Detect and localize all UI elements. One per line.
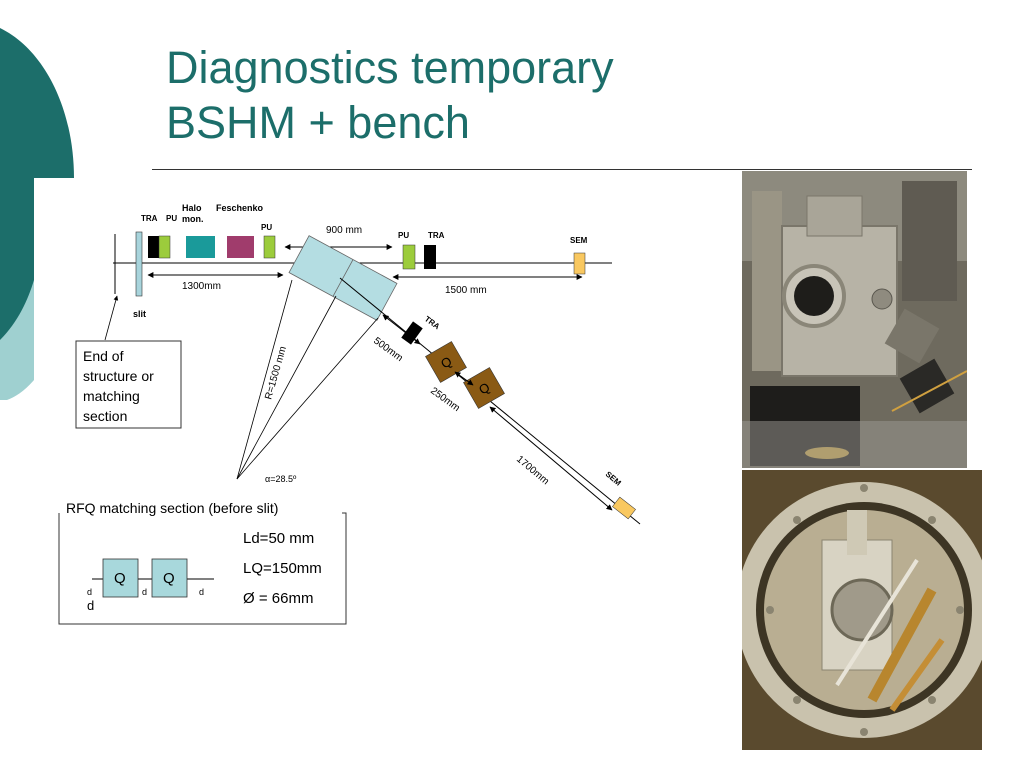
beamline-diagram: slit TRA PU Halo mon. Feschenko PU PU TR… bbox=[58, 203, 641, 625]
slit bbox=[135, 231, 143, 297]
rfq-d-label-1: d bbox=[87, 587, 92, 597]
halo-label-line-1: Halo bbox=[182, 203, 202, 213]
tra-label-2: TRA bbox=[428, 231, 445, 240]
sem-label-1: SEM bbox=[570, 236, 588, 245]
callout-text-1: End of bbox=[83, 348, 124, 364]
rfq-quad-1 bbox=[102, 558, 139, 598]
radius-label: R=1500 mm bbox=[263, 345, 289, 401]
halo-label-line-2: mon. bbox=[182, 214, 204, 224]
rfq-quad-2 bbox=[151, 558, 188, 598]
rfq-param-diameter: Ø = 66mm bbox=[243, 590, 313, 607]
dipole-magnet bbox=[288, 235, 398, 321]
dim-500: 500mm bbox=[371, 336, 404, 365]
vacuum-chamber-photo bbox=[742, 171, 967, 468]
pu-monitor-1 bbox=[158, 235, 171, 259]
radius-line-2 bbox=[236, 295, 337, 480]
dim-arrow-1700 bbox=[489, 406, 613, 511]
rfq-d-label-3: d bbox=[142, 587, 147, 597]
slide-decoration bbox=[0, 28, 74, 400]
radius-line-1 bbox=[236, 279, 293, 480]
rfq-param-lq: LQ=150mm bbox=[243, 560, 322, 577]
feschenko-monitor bbox=[227, 236, 254, 258]
rfq-d-label-2: d bbox=[87, 598, 94, 613]
tra-label-3: TRA bbox=[423, 314, 442, 331]
dim-arrow-250 bbox=[454, 371, 474, 386]
callout-text-4: section bbox=[83, 408, 127, 424]
teal-corner-shape bbox=[0, 28, 74, 380]
rfq-title: RFQ matching section (before slit) bbox=[66, 500, 278, 516]
feschenko-label: Feschenko bbox=[216, 203, 264, 213]
pu-monitor-2 bbox=[263, 235, 276, 259]
sem-monitor-1 bbox=[573, 252, 586, 275]
radius-line-3 bbox=[236, 317, 379, 480]
sem-label-2: SEM bbox=[604, 470, 623, 488]
rfq-q1-label: Q bbox=[114, 570, 126, 587]
title-divider bbox=[152, 169, 972, 170]
chamber-interior-photo bbox=[742, 470, 982, 750]
dim-arrow-500 bbox=[382, 314, 421, 345]
tra-monitor-2 bbox=[424, 245, 436, 269]
callout-pointer bbox=[104, 295, 119, 341]
tra-monitor-1 bbox=[148, 236, 159, 258]
rfq-param-ld: Ld=50 mm bbox=[243, 530, 314, 547]
rfq-d-label-4: d bbox=[199, 587, 204, 597]
pu-label-3: PU bbox=[398, 231, 409, 240]
dim-250: 250mm bbox=[428, 386, 461, 415]
quadrupole-2: Q bbox=[463, 367, 505, 409]
slide-title: Diagnostics temporary BSHM + bench bbox=[166, 40, 614, 150]
sem-monitor-2 bbox=[612, 496, 636, 520]
dim-900: 900 mm bbox=[326, 225, 362, 236]
rfq-matching-box: RFQ matching section (before slit) Q Q d… bbox=[58, 500, 347, 625]
halo-monitor bbox=[186, 236, 215, 258]
title-line-1: Diagnostics temporary bbox=[166, 42, 614, 93]
tra-monitor-3 bbox=[401, 321, 423, 345]
callout-text-2: structure or bbox=[83, 368, 154, 384]
callout-text-3: matching bbox=[83, 388, 140, 404]
pu-label-2: PU bbox=[261, 223, 272, 232]
title-line-2: BSHM + bench bbox=[166, 97, 470, 148]
dim-1300: 1300mm bbox=[182, 281, 221, 292]
callout-box bbox=[75, 340, 182, 429]
light-teal-corner-shape bbox=[0, 280, 34, 400]
rfq-q2-label: Q bbox=[163, 570, 175, 587]
dim-1500: 1500 mm bbox=[445, 285, 487, 296]
pu-monitor-3 bbox=[402, 244, 416, 270]
tra-label-1: TRA bbox=[141, 214, 158, 223]
slit-label: slit bbox=[133, 309, 146, 319]
alpha-label: α=28.5º bbox=[265, 474, 297, 484]
pu-label-1: PU bbox=[166, 214, 177, 223]
dim-1700: 1700mm bbox=[514, 454, 551, 487]
